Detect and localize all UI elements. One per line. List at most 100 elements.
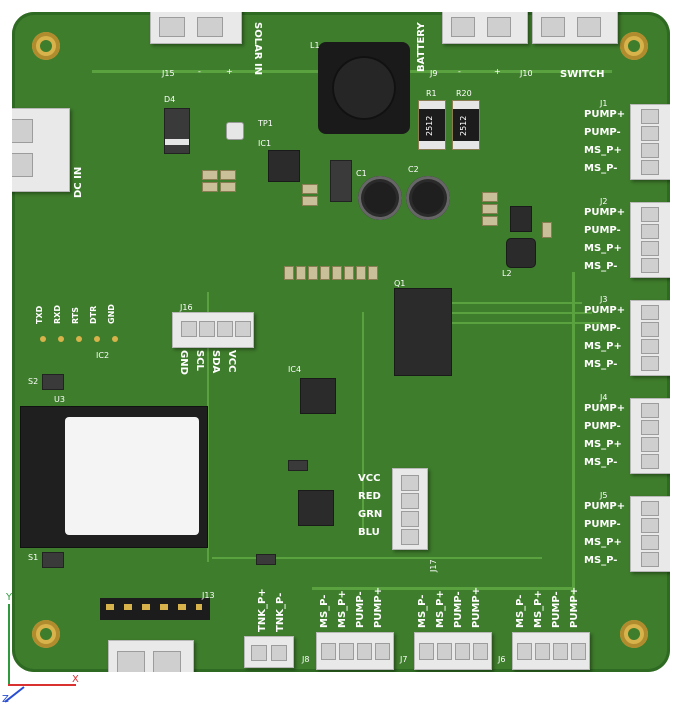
pump-pin-label: PUMP- [584,519,621,530]
pump-pin-label: PUMP- [584,421,621,432]
j13-ref: J13 [202,591,215,600]
smd-diode [330,160,352,202]
ic2-ref: IC2 [96,351,110,360]
c2-ref: C2 [408,165,419,174]
pump-pin-label: PUMP+ [584,207,626,218]
serial-pin-label: GND [107,304,116,324]
bottom-pin-label: PUMP+ [569,586,580,628]
transistor [510,206,532,232]
pump-pin-label: PUMP- [584,127,621,138]
header-j13 [100,598,210,620]
capacitor-c2 [406,176,450,220]
pump-connector-ref: J1 [600,99,608,108]
y-axis-label: Y [6,592,13,603]
pump-pin-label: PUMP+ [584,403,626,414]
smd-resistor [202,182,218,192]
bottom-pin-label: MS_P- [319,594,330,628]
trace [362,312,364,532]
pump-connector-bottom [316,632,394,670]
switch-ref: J10 [520,69,533,78]
tank-pin-label: TNK_P+ [257,588,268,632]
pump-pin-label: MS_P- [584,457,618,468]
bottom-connector-ref: J6 [498,655,506,664]
bottom-pin-label: MS_P+ [337,590,348,628]
dc-in-label: DC IN [73,166,84,198]
smd-cap [482,204,498,214]
solar-ref: J15 [162,69,175,78]
trace [207,292,209,562]
inductor-l2 [506,238,536,268]
pump-pin-label: MS_P- [584,261,618,272]
i2c-pin-label: SCL [194,350,205,371]
smd-resistor [302,196,318,206]
r1-value: 2512 [425,115,434,136]
pump-connector-ref: J3 [600,295,608,304]
r20-ref: R20 [456,89,472,98]
smd-resistor [202,170,218,180]
rgb-connector [392,468,428,550]
pump-pin-label: MS_P- [584,555,618,566]
smd-cap [482,192,498,202]
battery-connector [442,12,528,44]
solar-plus: + [226,67,233,76]
s1-ref: S1 [28,553,39,562]
pump-pin-label: MS_P+ [584,341,622,352]
pump-pin-label: PUMP- [584,323,621,334]
pump-pin-label: MS_P- [584,359,618,370]
ic1-ref: IC1 [258,139,272,148]
x-axis-label: X [72,674,79,685]
bottom-left-connector [108,640,194,672]
resistor-row [284,266,380,280]
smd-cap [542,222,552,238]
bottom-pin-label: MS_P+ [533,590,544,628]
bottom-pin-label: MS_P- [417,594,428,628]
rgb-pin-label: VCC [358,473,381,484]
pump-pin-label: MS_P+ [584,243,622,254]
bottom-pin-label: PUMP+ [373,586,384,628]
capacitor-c1 [358,176,402,220]
pump-pin-label: PUMP+ [584,501,626,512]
pump-pin-label: PUMP+ [584,305,626,316]
bottom-pin-label: PUMP- [355,591,366,628]
q1-chip [394,288,452,376]
serial-pin-label: RTS [71,306,80,324]
pump-connector-ref: J2 [600,197,608,206]
u3-ref: U3 [54,395,65,404]
pump-pin-label: MS_P+ [584,145,622,156]
mounting-hole-top-right [620,32,648,60]
pump-connector-ref: J4 [600,393,608,402]
trace [452,322,602,324]
switch-label: SWITCH [560,69,605,80]
button-s2[interactable] [42,374,64,390]
serial-header [38,332,128,346]
switch-connector [532,12,618,44]
serial-pin-label: DTR [89,305,98,324]
rgb-ref: J17 [429,559,438,572]
mounting-hole-bottom-left [32,620,60,648]
tank-connector [244,636,294,668]
smd-resistor [302,184,318,194]
i2c-pin-label: GND [178,350,189,375]
solar-connector [150,12,242,44]
pump-pin-label: PUMP- [584,225,621,236]
pump-connector-ref: J5 [600,491,608,500]
i2c-ref: J16 [180,303,193,312]
esp32-module [20,406,208,548]
button-s1[interactable] [42,552,64,568]
rgb-driver-chip [298,490,334,526]
d4-ref: D4 [164,95,176,104]
smd-diode [288,460,308,471]
pump-pin-label: MS_P- [584,163,618,174]
smd-cap [482,216,498,226]
mounting-hole-bottom-right [620,620,648,648]
smd-resistor [220,182,236,192]
bottom-pin-label: MS_P- [515,594,526,628]
pump-connector [630,104,670,180]
bottom-pin-label: MS_P+ [435,590,446,628]
bottom-connector-ref: J8 [302,655,310,664]
bottom-pin-label: PUMP- [453,591,464,628]
mounting-hole-top-left [32,32,60,60]
i2c-pin-label: SDA [210,350,221,374]
trace [452,312,592,314]
q1-ref: Q1 [394,279,406,288]
